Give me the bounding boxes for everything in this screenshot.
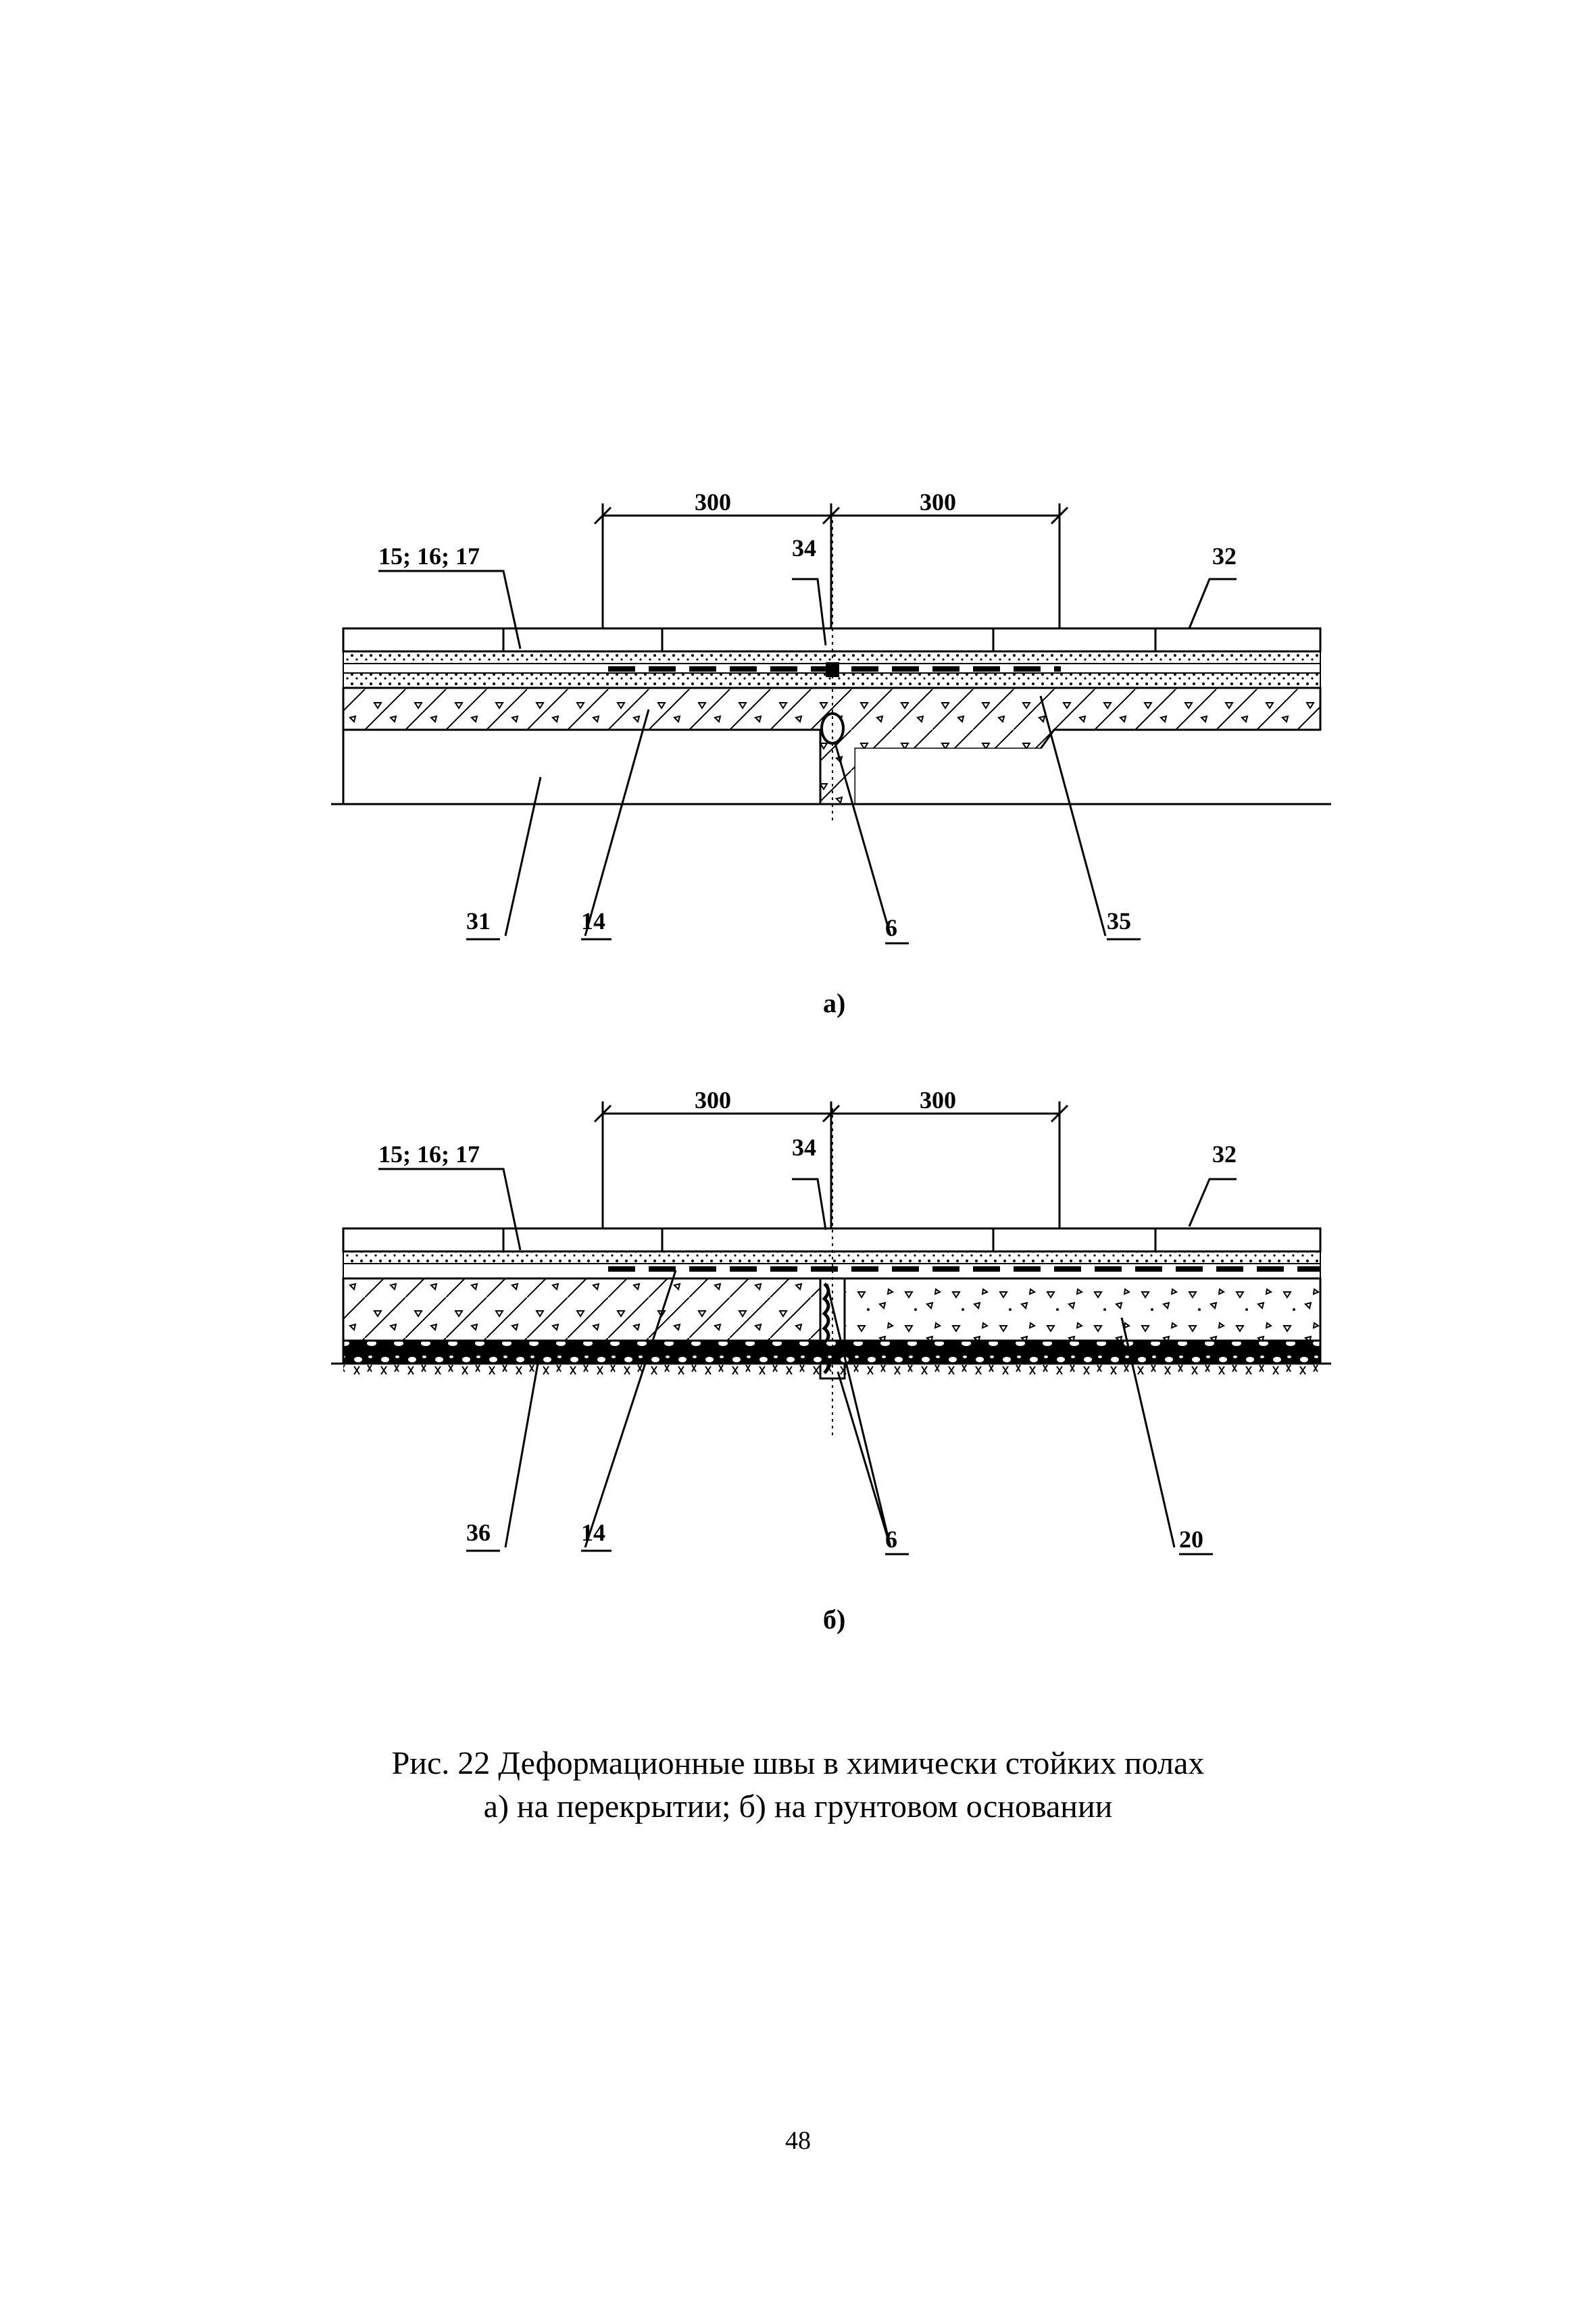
floor-section-b <box>331 1108 1331 1439</box>
label-20-b: 20 <box>1179 1526 1203 1553</box>
label-34-a: 34 <box>792 534 816 562</box>
dimension-line-b <box>593 1101 1069 1243</box>
label-14-a: 14 <box>581 907 605 935</box>
label-31-a: 31 <box>466 907 491 935</box>
label-35-a: 35 <box>1107 907 1131 935</box>
label-32-b: 32 <box>1212 1141 1237 1168</box>
label-36-b: 36 <box>466 1519 491 1546</box>
label-32-a: 32 <box>1212 543 1237 570</box>
figure-caption: Рис. 22 Деформационные швы в химически с… <box>257 1742 1339 1828</box>
leaders-b <box>378 1168 1237 1548</box>
sublabel-a: а) <box>823 988 845 1018</box>
leaders-a <box>378 570 1237 937</box>
page-number: 48 <box>785 2126 811 2155</box>
label-15-16-17-a: 15; 16; 17 <box>378 543 480 570</box>
caption-line-1: Рис. 22 Деформационные швы в химически с… <box>391 1745 1205 1781</box>
label-14-b: 14 <box>581 1519 605 1546</box>
label-6-b: 6 <box>885 1526 897 1553</box>
dim-label-right-a: 300 <box>920 489 956 516</box>
floor-section-a <box>331 514 1331 824</box>
label-34-b: 34 <box>792 1134 816 1161</box>
dim-label-left-b: 300 <box>695 1087 731 1114</box>
label-6-a: 6 <box>885 914 897 941</box>
dim-label-left-a: 300 <box>695 489 731 516</box>
figure-a: 300 300 <box>331 489 1331 1018</box>
caption-line-2: а) на перекрытии; б) на грунтовом основа… <box>483 1789 1113 1824</box>
figure-b: 300 300 <box>331 1087 1331 1635</box>
sublabel-b: б) <box>823 1604 845 1635</box>
dim-label-right-b: 300 <box>920 1087 956 1114</box>
dimension-line-a <box>593 503 1069 649</box>
label-15-16-17-b: 15; 16; 17 <box>378 1141 480 1168</box>
